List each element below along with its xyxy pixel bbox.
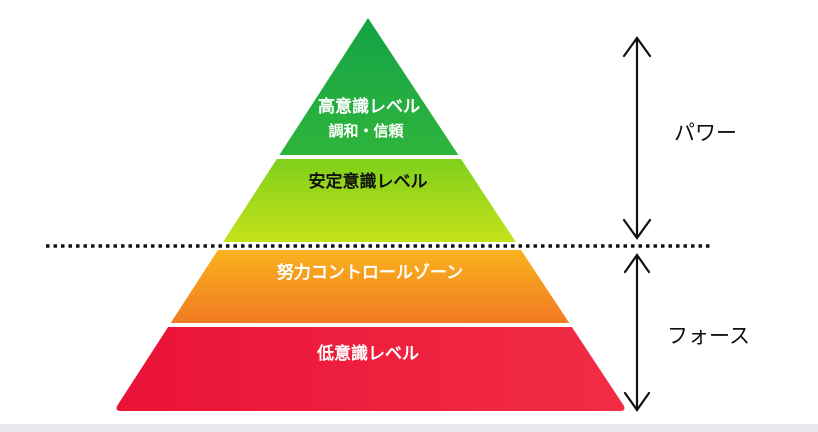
force-arrow-icon xyxy=(623,253,651,412)
level-high-title: 高意識レベル xyxy=(318,97,420,117)
power-label: パワー xyxy=(674,121,737,145)
level-effort-title: 努力コントロールゾーン xyxy=(276,263,464,283)
level-high-subtitle: 調和・信頼 xyxy=(328,122,404,140)
force-label: フォース xyxy=(667,324,750,348)
level-stable-title: 安定意識レベル xyxy=(308,172,428,192)
bottom-bar xyxy=(0,424,818,432)
level-low-title: 低意識レベル xyxy=(317,344,419,364)
power-arrow-icon xyxy=(622,36,652,240)
band-low xyxy=(116,327,625,411)
